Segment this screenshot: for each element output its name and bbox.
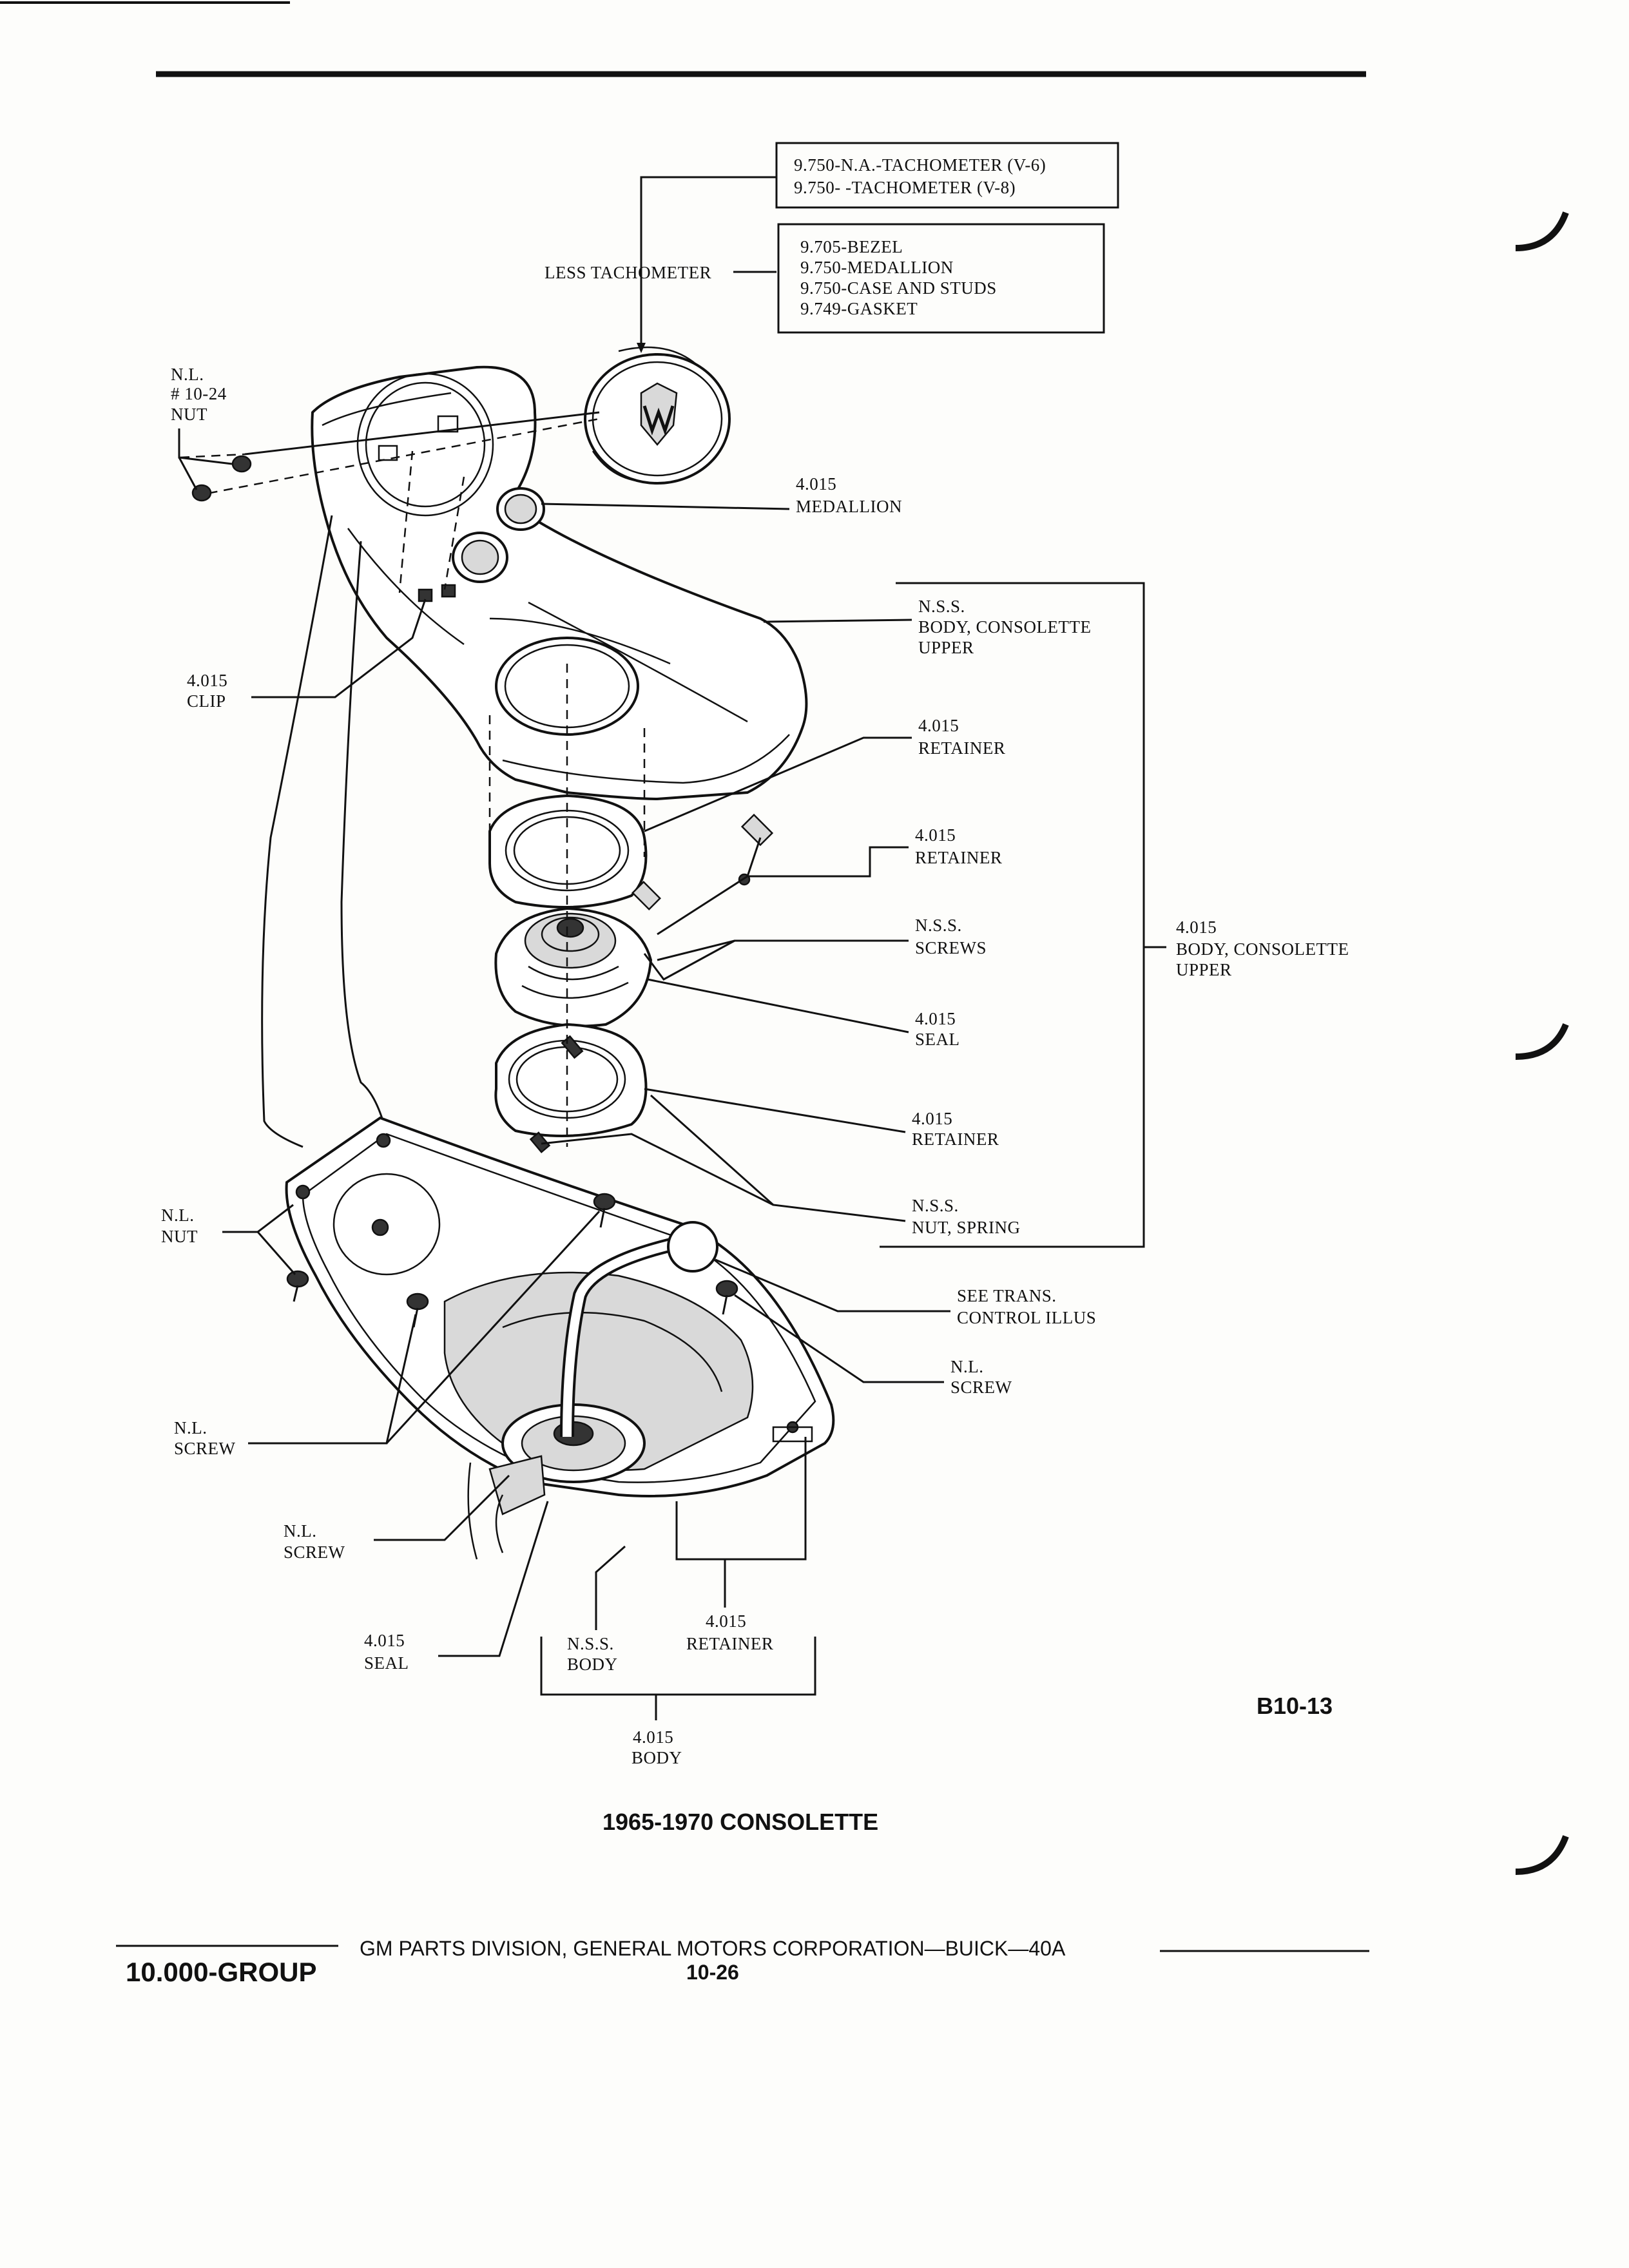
callout-body-nss: N.S.S. bbox=[567, 1634, 614, 1653]
callout-screw-left: SCREW bbox=[174, 1439, 236, 1458]
callout-nut-spring: NUT, SPRING bbox=[912, 1218, 1021, 1237]
callout-seal-bottom: 4.015 bbox=[364, 1631, 405, 1650]
callout-retainer-1: 4.015 bbox=[918, 716, 959, 735]
footer-page-number: 10-26 bbox=[686, 1961, 739, 1984]
callout-trans-control: SEE TRANS. bbox=[957, 1286, 1057, 1305]
less-tach-box-line: 9.749-GASKET bbox=[800, 299, 918, 318]
callout-screws: SCREWS bbox=[915, 938, 987, 957]
less-tachometer-label: LESS TACHOMETER bbox=[545, 263, 711, 282]
less-tach-box-line: 9.750-MEDALLION bbox=[800, 258, 954, 277]
tach-box-line: 9.750-N.A.-TACHOMETER (V-6) bbox=[794, 155, 1046, 175]
figure-code: B10-13 bbox=[1257, 1693, 1333, 1719]
callout-seal-bottom: SEAL bbox=[364, 1653, 409, 1673]
binder-hole-mark bbox=[1515, 1835, 1569, 1875]
tachometer-gauge bbox=[584, 346, 731, 485]
callout-body-group: 4.015 bbox=[633, 1727, 673, 1747]
callout-body-upper-group: UPPER bbox=[1176, 960, 1232, 979]
consolette-lower-body bbox=[285, 1116, 835, 1560]
callout-trans-control: CONTROL ILLUS bbox=[957, 1308, 1096, 1327]
callout-screw-lower: SCREW bbox=[284, 1542, 345, 1562]
group-bracket-lower bbox=[540, 1637, 816, 1696]
callout-medallion: MEDALLION bbox=[796, 497, 902, 516]
callout-nut-top: # 10-24 bbox=[171, 384, 227, 403]
callout-body-group: BODY bbox=[631, 1748, 682, 1767]
callout-screws: N.S.S. bbox=[915, 916, 962, 935]
callout-retainer-1: RETAINER bbox=[918, 738, 1005, 758]
callout-nut-top: NUT bbox=[171, 405, 207, 424]
seal-dome bbox=[494, 907, 653, 1028]
callout-seal-mid: SEAL bbox=[915, 1030, 960, 1049]
callout-nut-top: N.L. bbox=[171, 365, 204, 384]
binder-hole-mark bbox=[1515, 1023, 1569, 1060]
callout-retainer-2: 4.015 bbox=[915, 825, 956, 845]
tachometer-box bbox=[775, 142, 1119, 209]
less-tach-box-line: 9.750-CASE AND STUDS bbox=[800, 278, 997, 298]
shift-lever bbox=[560, 1221, 718, 1437]
callout-body-upper: N.S.S. bbox=[918, 597, 965, 616]
callout-screw-right: N.L. bbox=[950, 1357, 984, 1376]
consolette-upper-body bbox=[311, 365, 808, 801]
callout-retainer-2: RETAINER bbox=[915, 848, 1002, 867]
group-bracket-upper bbox=[880, 582, 1145, 1248]
tach-box-line: 9.750- -TACHOMETER (V-8) bbox=[794, 178, 1016, 197]
callout-nut-lower: NUT bbox=[161, 1227, 198, 1246]
less-tach-box-line: 9.705-BEZEL bbox=[800, 237, 903, 256]
callout-screw-right: SCREW bbox=[950, 1378, 1012, 1397]
callout-body-upper-group: BODY, CONSOLETTE bbox=[1176, 939, 1349, 959]
callout-body-nss: BODY bbox=[567, 1655, 618, 1674]
callout-retainer-3: 4.015 bbox=[912, 1109, 952, 1128]
screw bbox=[286, 1193, 738, 1328]
callout-screw-left: N.L. bbox=[174, 1418, 207, 1437]
callout-body-upper: BODY, CONSOLETTE bbox=[918, 617, 1092, 637]
footer-division: GM PARTS DIVISION, GENERAL MOTORS CORPOR… bbox=[360, 1937, 1066, 1960]
binder-hole-mark bbox=[1515, 211, 1569, 251]
callout-retainer-3: RETAINER bbox=[912, 1129, 999, 1149]
figure-caption: 1965-1970 CONSOLETTE bbox=[602, 1809, 878, 1835]
callout-screw-lower: N.L. bbox=[284, 1521, 317, 1541]
callout-nut-lower: N.L. bbox=[161, 1206, 195, 1225]
callout-clip: CLIP bbox=[187, 691, 226, 711]
callout-medallion: 4.015 bbox=[796, 474, 836, 494]
callout-body-upper-group: 4.015 bbox=[1176, 918, 1217, 937]
nut-10-24 bbox=[231, 455, 252, 473]
retainer-ring-lower bbox=[494, 1023, 648, 1137]
callout-clip: 4.015 bbox=[187, 671, 227, 690]
footer-group: 10.000-GROUP bbox=[126, 1957, 316, 1987]
callout-seal-mid: 4.015 bbox=[915, 1009, 956, 1028]
callout-retainer-bottom: RETAINER bbox=[686, 1634, 773, 1653]
less-tachometer-box bbox=[777, 223, 1105, 334]
callout-nut-spring: N.S.S. bbox=[912, 1196, 959, 1215]
callout-body-upper: UPPER bbox=[918, 638, 974, 657]
callout-retainer-bottom: 4.015 bbox=[706, 1611, 746, 1631]
